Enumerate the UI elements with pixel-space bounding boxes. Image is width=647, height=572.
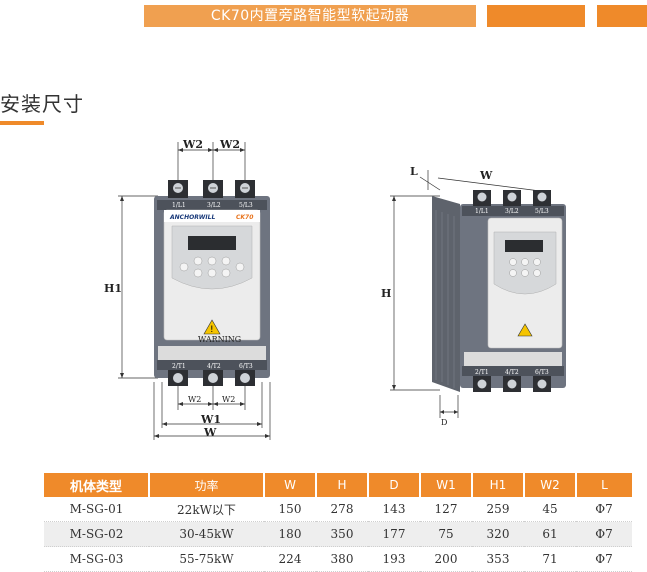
- table-cell: 180: [264, 521, 316, 547]
- table-cell: 278: [316, 497, 368, 522]
- dim-label-w-side: W: [479, 169, 493, 182]
- terminal-label-t1: 2/T1: [172, 363, 186, 370]
- keypad-buttons: [179, 256, 245, 278]
- front-view-diagram: W2 W2 H1 W2 W2 W1 W 1/L1 3/L2 5/L3 ANCHO…: [104, 138, 271, 440]
- header-cell-h: H: [315, 473, 368, 497]
- header-cell-w1: W1: [419, 473, 472, 497]
- table-row: M-SG-01 22kW以下 150 278 143 127 259 45 Φ7: [44, 497, 632, 522]
- header-cell-h1: H1: [471, 473, 524, 497]
- table-header-row: 机体类型 功率 W H D W1 H1 W2 L: [44, 473, 632, 497]
- dim-label-l: L: [410, 165, 418, 178]
- side-terminal-label-t1: 2/T1: [475, 369, 489, 376]
- table-row: M-SG-03 55-75kW 224 380 193 200 353 71 Φ…: [44, 546, 632, 572]
- table-cell: 61: [524, 521, 576, 547]
- section-underline: [0, 121, 44, 125]
- dim-label-w2-bottom-right: W2: [222, 395, 235, 404]
- table-cell: 143: [368, 497, 420, 522]
- table-cell: 353: [472, 546, 524, 572]
- terminal-label-t2: 4/T2: [207, 363, 221, 370]
- dim-label-w2-bottom-left: W2: [188, 395, 201, 404]
- table-cell: 150: [264, 497, 316, 522]
- bottom-terminals: [168, 370, 255, 386]
- header-cell-d: D: [367, 473, 420, 497]
- table-cell: 127: [420, 497, 472, 522]
- lcd-display: [188, 236, 236, 250]
- warning-label: ! WARNING: [198, 319, 241, 344]
- dim-label-w1: W1: [200, 413, 221, 426]
- header-cell-power: 功率: [148, 473, 264, 497]
- model-logo: CK70: [236, 214, 253, 221]
- terminal-label-l1: 1/L1: [172, 202, 186, 209]
- table-cell: Φ7: [576, 521, 632, 547]
- table-cell: M-SG-01: [44, 497, 149, 522]
- header-cell-w: W: [263, 473, 316, 497]
- table-cell: 55-75kW: [149, 546, 264, 572]
- svg-text:!: !: [210, 325, 214, 335]
- section-title: 安装尺寸: [0, 92, 84, 116]
- table-cell: M-SG-02: [44, 521, 149, 547]
- table-cell: 75: [420, 521, 472, 547]
- side-bottom-terminals: [473, 376, 551, 392]
- terminal-label-l3: 5/L3: [239, 202, 253, 209]
- side-terminal-label-l1: 1/L1: [475, 208, 489, 215]
- table-cell: 224: [264, 546, 316, 572]
- banner-title: CK70内置旁路智能型软起动器: [210, 8, 410, 24]
- table-cell: 193: [368, 546, 420, 572]
- header-banner: CK70内置旁路智能型软起动器: [144, 5, 476, 27]
- side-terminal-label-t2: 4/T2: [505, 369, 519, 376]
- side-terminal-label-l2: 3/L2: [505, 208, 519, 215]
- side-warning-icon: [517, 323, 533, 337]
- table-row: M-SG-02 30-45kW 180 350 177 75 320 61 Φ7: [44, 521, 632, 547]
- table-cell: 22kW以下: [149, 497, 264, 522]
- table-cell: 45: [524, 497, 576, 522]
- terminal-label-l2: 3/L2: [207, 202, 221, 209]
- banner-accent-block-small: [597, 5, 647, 27]
- table-cell: Φ7: [576, 497, 632, 522]
- table-cell: Φ7: [576, 546, 632, 572]
- table-cell: 259: [472, 497, 524, 522]
- header-cell-l: L: [575, 473, 632, 497]
- dim-label-w2-top-left: W2: [182, 138, 203, 151]
- header-cell-w2: W2: [523, 473, 576, 497]
- dim-label-w: W: [203, 426, 217, 439]
- table-cell: M-SG-03: [44, 546, 149, 572]
- side-terminal-label-t3: 6/T3: [535, 369, 549, 376]
- table-cell: 350: [316, 521, 368, 547]
- table-cell: 320: [472, 521, 524, 547]
- dimension-table: 机体类型 功率 W H D W1 H1 W2 L M-SG-01 22kW以下 …: [44, 473, 632, 572]
- side-view-diagram: L W H D 1/L1 3/L2 5/L3 2/T1 4/T2 6/T3: [381, 165, 566, 427]
- dim-label-w2-top-right: W2: [219, 138, 240, 151]
- table-cell: 71: [524, 546, 576, 572]
- header-cell-type: 机体类型: [44, 473, 149, 497]
- dim-label-d: D: [441, 418, 447, 427]
- table-cell: 30-45kW: [149, 521, 264, 547]
- table-cell: 380: [316, 546, 368, 572]
- banner-accent-block: [487, 5, 585, 27]
- table-cell: 200: [420, 546, 472, 572]
- top-terminals: [168, 180, 255, 198]
- dim-label-h: H: [381, 287, 391, 300]
- terminal-label-t3: 6/T3: [239, 363, 253, 370]
- side-lcd-display: [505, 240, 543, 252]
- table-cell: 177: [368, 521, 420, 547]
- heatsink-side: [432, 196, 460, 392]
- dim-label-h1: H1: [104, 282, 122, 295]
- side-top-terminals: [473, 190, 551, 206]
- side-terminal-label-l3: 5/L3: [535, 208, 549, 215]
- warning-text: WARNING: [198, 335, 241, 344]
- brand-logo: ANCHORWILL: [169, 214, 215, 221]
